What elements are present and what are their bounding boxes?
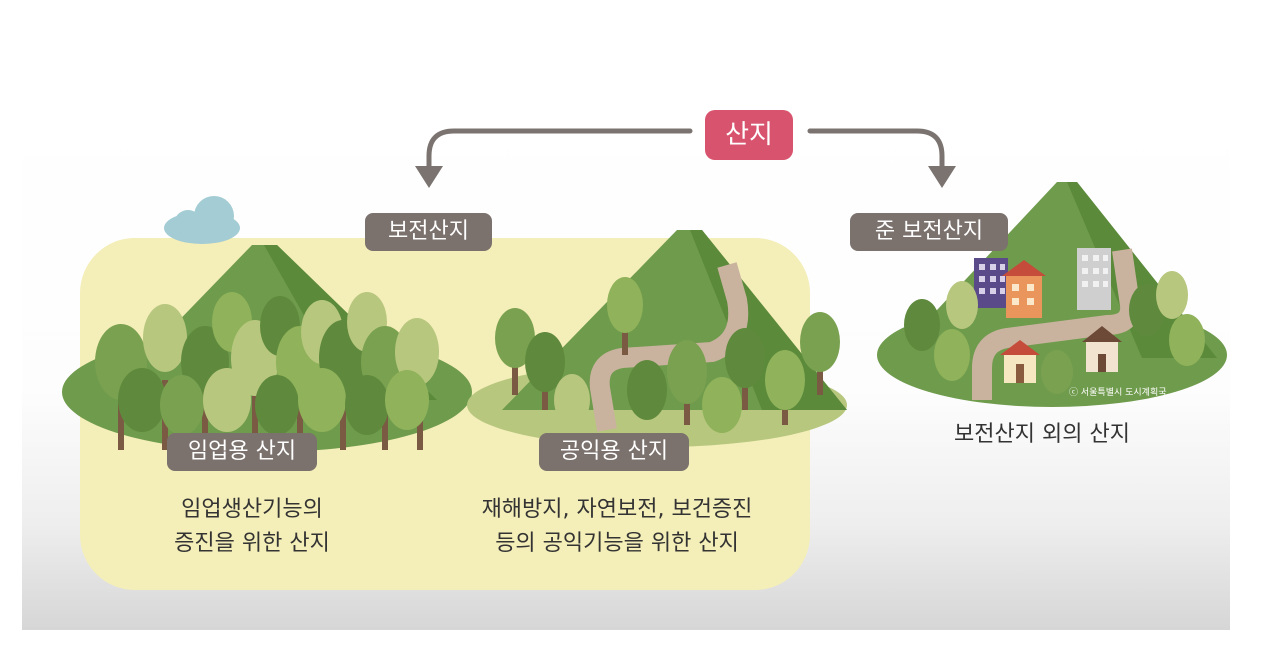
arrow-head-left (415, 166, 443, 188)
root-label: 산지 (705, 110, 793, 160)
semi-preservation-forest-label: 준 보전산지 (850, 213, 1008, 251)
preservation-forest-label: 보전산지 (365, 213, 492, 251)
forestry-trees (95, 292, 439, 435)
semi-trees (904, 271, 1205, 394)
diagram-illustration (62, 128, 1227, 590)
public-forest-tag: 공익용 산지 (539, 433, 689, 471)
arrow-head-right (928, 166, 956, 188)
public-forest-path (589, 262, 749, 432)
semi-buildings (974, 248, 1122, 383)
semi-forest-illustration (877, 182, 1227, 407)
diagram-stage: 산지 보전산지 준 보전산지 임업용 산지 공익용 산지 임업생산기능의 증진을… (22, 100, 1230, 630)
cloud-icon (164, 196, 240, 244)
branch-arrows (426, 128, 945, 173)
public-forest-description: 재해방지, 자연보전, 보건증진 등의 공익기능을 위한 산지 (481, 497, 753, 556)
semi-forest-description: 보전산지 외의 산지 (954, 422, 1130, 447)
forestry-forest-illustration (62, 245, 472, 452)
public-trees (495, 277, 840, 433)
arrow-to-semi-preservation (807, 128, 945, 173)
public-forest-illustration (467, 230, 847, 447)
arrow-to-preservation (426, 128, 693, 173)
forestry-forest-tag: 임업용 산지 (167, 433, 317, 471)
copyright-notice: ⓒ 서울특별시 도시계획국 (1069, 388, 1167, 398)
forestry-forest-description: 임업생산기능의 증진을 위한 산지 (174, 497, 330, 556)
